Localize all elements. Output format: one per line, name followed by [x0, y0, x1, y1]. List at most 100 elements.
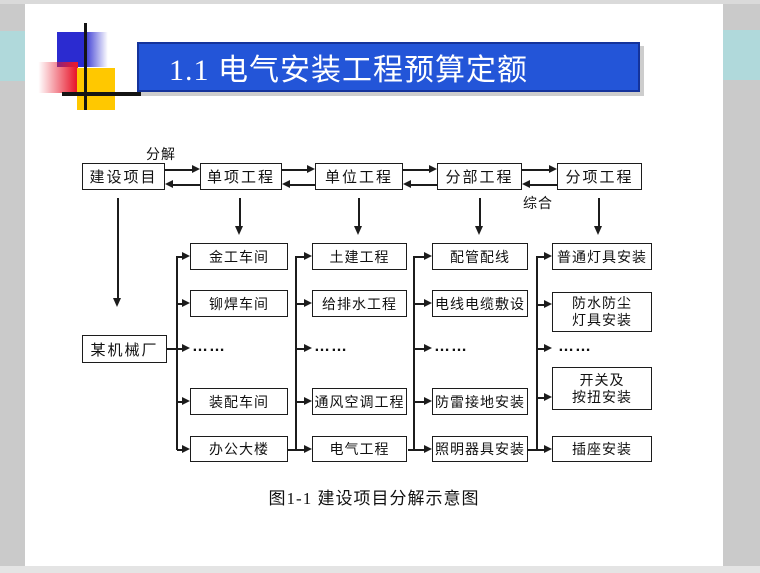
node-division-project: 分部工程 — [437, 163, 522, 190]
arrow-down-icon — [475, 226, 483, 235]
arrow-right-icon — [192, 165, 200, 173]
slide-title: 1.1 电气安装工程预算定额 — [169, 54, 528, 87]
arrow-right-icon — [544, 344, 552, 352]
node-factory: 某机械厂 — [82, 335, 167, 363]
connector-line — [358, 198, 360, 226]
arrow-right-icon — [544, 300, 552, 308]
connector-line — [288, 449, 304, 451]
connector-line — [167, 348, 182, 350]
connector-line — [522, 169, 550, 171]
frame-top-strip — [0, 0, 760, 4]
arrow-left-icon — [403, 180, 411, 188]
connector-line — [528, 449, 544, 451]
arrow-right-icon — [544, 393, 552, 401]
left-accent-bar — [0, 31, 25, 81]
arrow-down-icon — [354, 226, 362, 235]
connector-line — [117, 198, 119, 298]
connector-line — [296, 401, 304, 403]
ellipsis-more: …… — [314, 338, 348, 355]
connector-line — [296, 256, 304, 258]
arrow-right-icon — [424, 344, 432, 352]
logo-red-square — [35, 62, 78, 93]
arrow-down-icon — [235, 226, 243, 235]
node-hvac-works: 通风空调工程 — [312, 388, 407, 415]
arrow-right-icon — [304, 344, 312, 352]
node-plumbing-works: 给排水工程 — [312, 290, 407, 317]
arrow-right-icon — [182, 252, 190, 260]
connector-line — [177, 256, 183, 258]
arrow-right-icon — [304, 445, 312, 453]
arrow-right-icon — [304, 299, 312, 307]
connector-line — [414, 348, 424, 350]
arrow-left-icon — [282, 180, 290, 188]
node-metal-workshop: 金工车间 — [190, 243, 288, 270]
arrow-right-icon — [544, 252, 552, 260]
connector-line — [479, 198, 481, 226]
connector-line — [165, 169, 193, 171]
node-electrical-works: 电气工程 — [312, 436, 407, 462]
node-waterproof-lamp-install: 防水防尘 灯具安装 — [552, 292, 652, 332]
connector-line — [537, 348, 544, 350]
arrow-right-icon — [182, 397, 190, 405]
arrow-down-icon — [594, 226, 602, 235]
slide-canvas — [25, 4, 723, 566]
connector-line — [403, 169, 430, 171]
arrow-right-icon — [424, 397, 432, 405]
logo-cross-vertical-line — [84, 23, 87, 110]
arrow-right-icon — [307, 165, 315, 173]
connector-line — [537, 397, 544, 399]
arrow-right-icon — [304, 252, 312, 260]
connector-line — [408, 449, 424, 451]
arrow-right-icon — [182, 344, 190, 352]
connector-line — [239, 198, 241, 226]
node-cable-laying: 电线电缆敷设 — [432, 290, 528, 317]
branch-spine — [413, 256, 415, 450]
connector-line — [414, 256, 424, 258]
connector-line — [410, 184, 437, 186]
arrow-right-icon — [424, 445, 432, 453]
node-unit-project: 单位工程 — [315, 163, 403, 190]
arrow-right-icon — [429, 165, 437, 173]
logo-blue-square — [57, 32, 110, 67]
node-switch-button-install: 开关及 按扭安装 — [552, 367, 652, 410]
connector-line — [529, 184, 557, 186]
connector-line — [537, 304, 544, 306]
ellipsis-more: …… — [558, 338, 592, 355]
connector-line — [177, 303, 183, 305]
node-lighting-fixtures: 照明器具安装 — [432, 436, 528, 462]
node-socket-install: 插座安装 — [552, 436, 652, 462]
node-assembly-workshop: 装配车间 — [190, 388, 288, 415]
arrow-left-icon — [522, 180, 530, 188]
arrow-down-icon — [113, 298, 121, 307]
right-accent-bar — [723, 30, 760, 80]
logo-cross-horizontal-line — [62, 92, 163, 96]
figure-caption: 图1-1 建设项目分解示意图 — [268, 489, 480, 508]
branch-spine — [176, 256, 178, 450]
connector-line — [598, 198, 600, 226]
node-civil-works: 土建工程 — [312, 243, 407, 270]
arrow-right-icon — [424, 299, 432, 307]
node-welding-workshop: 铆焊车间 — [190, 290, 288, 317]
title-banner: 1.1 电气安装工程预算定额 — [137, 42, 640, 92]
arrow-right-icon — [549, 165, 557, 173]
connector-line — [289, 184, 315, 186]
node-lightning-grounding: 防雷接地安装 — [432, 388, 528, 415]
connector-line — [296, 303, 304, 305]
decompose-label: 分解 — [146, 146, 176, 162]
integrate-label: 综合 — [523, 195, 553, 211]
node-item-project: 分项工程 — [557, 163, 642, 190]
connector-line — [537, 256, 544, 258]
connector-line — [296, 348, 304, 350]
connector-line — [414, 303, 424, 305]
node-ordinary-lamp-install: 普通灯具安装 — [552, 243, 652, 270]
node-conduit-wiring: 配管配线 — [432, 243, 528, 270]
arrow-right-icon — [182, 445, 190, 453]
connector-line — [414, 401, 424, 403]
connector-line — [177, 401, 183, 403]
branch-spine — [295, 256, 297, 450]
branch-spine — [536, 256, 538, 450]
arrow-left-icon — [165, 180, 173, 188]
arrow-right-icon — [424, 252, 432, 260]
ellipsis-more: …… — [192, 338, 226, 355]
connector-line — [172, 184, 200, 186]
